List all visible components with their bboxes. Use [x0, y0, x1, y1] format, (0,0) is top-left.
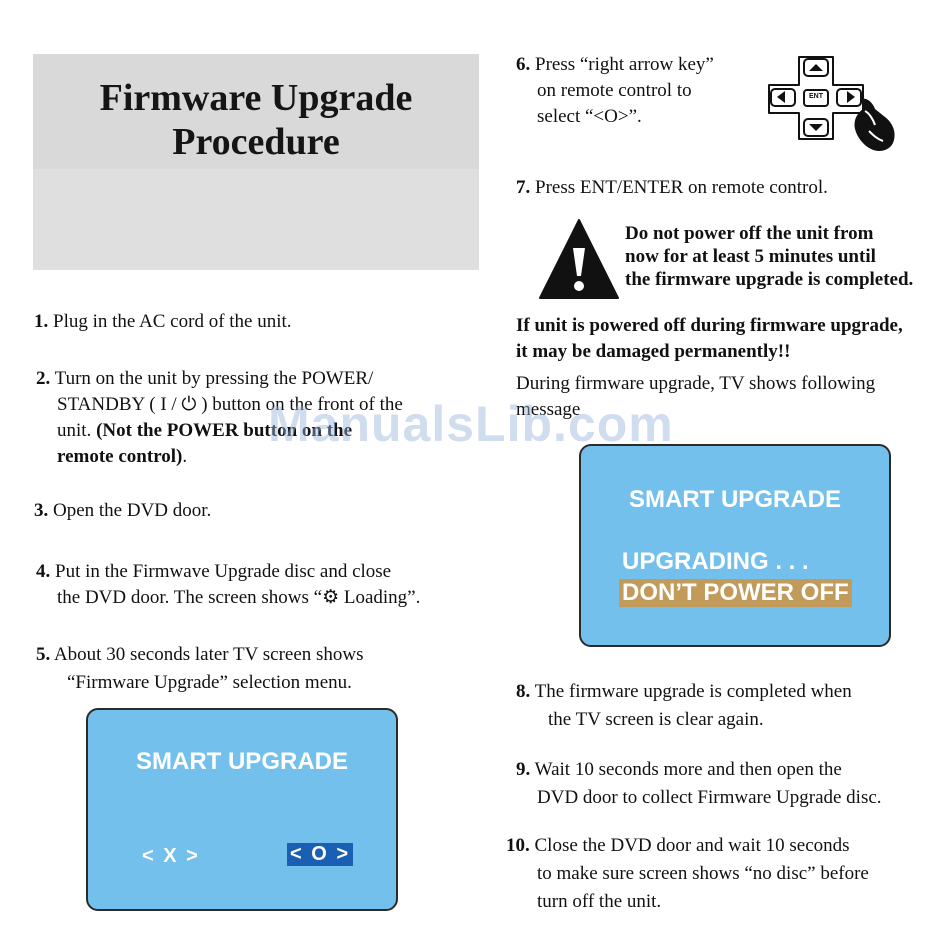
step-7: 7. Press ENT/ENTER on remote control. — [516, 175, 936, 201]
step-text: the TV screen is clear again. — [548, 709, 764, 730]
step-number: 8. — [516, 681, 531, 702]
step-text: “Firmware Upgrade” selection menu. — [67, 672, 352, 693]
step-text: The firmware upgrade is completed when — [534, 681, 852, 702]
step-text: Press “right arrow key” — [535, 54, 714, 75]
step-number: 1. — [34, 311, 49, 332]
step-text: DVD door to collect Firmware Upgrade dis… — [537, 787, 882, 808]
during-line: message — [516, 399, 581, 420]
caution-line: it may be damaged permanently!! — [516, 341, 791, 362]
remote-keypad: ENT — [765, 53, 900, 158]
warning-line: now for at least 5 minutes until — [625, 246, 876, 267]
step-text: the DVD door. The screen shows “⚙ Loadin… — [57, 587, 421, 608]
step-3: 3. Open the DVD door. — [34, 498, 474, 524]
option-o-button[interactable]: < O > — [287, 843, 354, 866]
step-number: 7. — [516, 177, 531, 198]
during-text: During firmware upgrade, TV shows follow… — [516, 371, 950, 423]
step-text: Plug in the AC cord of the unit. — [53, 311, 292, 332]
step-1: 1. Plug in the AC cord of the unit. — [34, 309, 474, 335]
step-text: STANDBY ( I / ⏻ ) button on the front of… — [57, 394, 403, 415]
warning-line: the firmware upgrade is completed. — [625, 269, 914, 290]
step-number: 5. — [36, 644, 51, 665]
title-panel: Firmware Upgrade Procedure — [33, 54, 479, 270]
tv-screen-selection: SMART UPGRADE < X > < O > — [86, 708, 398, 911]
warning-line: Do not power off the unit from — [625, 223, 874, 244]
tv-title: SMART UPGRADE — [628, 486, 841, 513]
option-x-button[interactable]: < X > — [142, 845, 200, 867]
step-5: 5. About 30 seconds later TV screen show… — [36, 641, 486, 697]
step-10: 10. Close the DVD door and wait 10 secon… — [506, 832, 946, 916]
step-text: unit. — [57, 420, 92, 441]
step-number: 9. — [516, 759, 531, 780]
step-text: Open the DVD door. — [53, 500, 212, 521]
caution-text: If unit is powered off during firmware u… — [516, 313, 950, 365]
remote-dpad-icon — [768, 56, 895, 151]
enter-key[interactable] — [803, 89, 829, 107]
step-text: to make sure screen shows “no disc” befo… — [537, 863, 869, 884]
page-title-line2: Procedure — [172, 121, 340, 163]
step-4: 4. Put in the Firmwave Upgrade disc and … — [36, 559, 486, 611]
step-9: 9. Wait 10 seconds more and then open th… — [516, 756, 946, 812]
step-text: on remote control to — [537, 80, 692, 101]
step-number: 3. — [34, 500, 49, 521]
during-line: During firmware upgrade, TV shows follow… — [516, 373, 876, 394]
title-panel-band — [33, 169, 479, 270]
warning-icon — [538, 218, 620, 300]
step-number: 10. — [506, 835, 530, 856]
step-text: Press ENT/ENTER on remote control. — [535, 177, 828, 198]
step-text: Turn on the unit by pressing the POWER/ — [54, 368, 374, 389]
step-bold-text: remote control) — [57, 446, 183, 467]
step-number: 4. — [36, 561, 51, 582]
tv-title: SMART UPGRADE — [135, 748, 348, 775]
step-text: Put in the Firmwave Upgrade disc and clo… — [55, 561, 392, 582]
tv-status-dont-power-off: DON’T POWER OFF — [619, 579, 852, 607]
step-6: 6. Press “right arrow key” on remote con… — [516, 52, 756, 130]
step-text: turn off the unit. — [537, 891, 662, 912]
step-text: Wait 10 seconds more and then open the — [534, 759, 842, 780]
page-title: Firmware Upgrade Procedure — [33, 76, 479, 164]
step-number: 2. — [36, 368, 51, 389]
step-number: 6. — [516, 54, 531, 75]
caution-line: If unit is powered off during firmware u… — [516, 315, 903, 336]
tv-screen-upgrading: SMART UPGRADE UPGRADING . . . DON’T POWE… — [579, 444, 891, 647]
step-text: About 30 seconds later TV screen shows — [53, 644, 364, 665]
step-text: select “<O>”. — [537, 106, 642, 127]
step-8: 8. The firmware upgrade is completed whe… — [516, 678, 946, 734]
page-title-line1: Firmware Upgrade — [99, 77, 413, 119]
step-bold-text: (Not the POWER button on the — [96, 420, 353, 441]
step-text: Close the DVD door and wait 10 seconds — [534, 835, 850, 856]
step-2: 2. Turn on the unit by pressing the POWE… — [36, 366, 476, 470]
warning-text: Do not power off the unit from now for a… — [625, 222, 950, 291]
enter-key-label: ENT — [809, 93, 823, 100]
step-text: . — [182, 446, 188, 467]
watermark: ManualsLib.com — [268, 396, 674, 452]
tv-status-upgrading: UPGRADING . . . — [622, 548, 809, 575]
